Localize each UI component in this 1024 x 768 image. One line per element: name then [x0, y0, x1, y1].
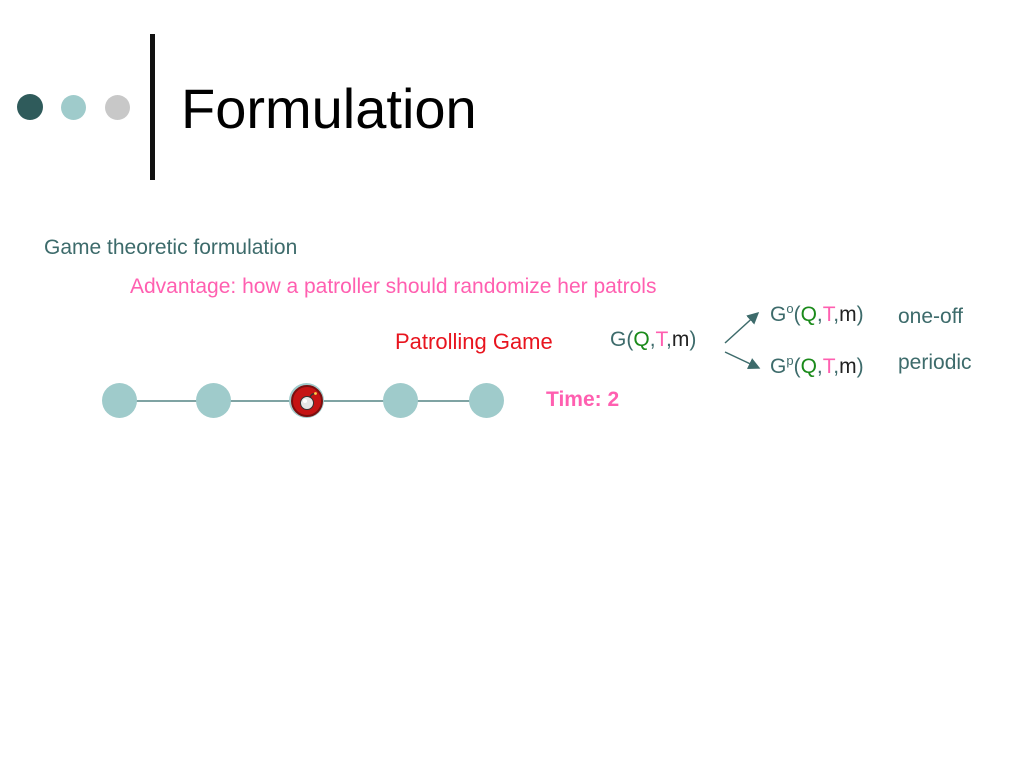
bullet-dot-dark [17, 94, 43, 120]
graph-node-1 [102, 383, 137, 418]
oneoff-label: one-off [898, 305, 963, 328]
graph-node-2 [196, 383, 231, 418]
advantage-text: Advantage: how a patroller should random… [130, 275, 657, 298]
formula-main: G(Q,T,m) [610, 328, 697, 351]
title-divider [150, 34, 155, 180]
patrolling-game-label: Patrolling Game [395, 329, 553, 354]
bomb-icon [300, 392, 317, 410]
page-title: Formulation [181, 77, 477, 140]
arrow-to-oneoff [724, 311, 760, 344]
periodic-label: periodic [898, 351, 972, 374]
patroller-marker [291, 385, 323, 417]
formula-oneoff: Go(Q,T,m) [770, 301, 864, 326]
section-heading: Game theoretic formulation [44, 236, 298, 259]
graph-node-5 [469, 383, 504, 418]
bullet-dot-grey [105, 95, 130, 120]
bullet-dot-light-teal [61, 95, 86, 120]
time-label: Time: 2 [546, 388, 620, 411]
arrow-to-periodic [724, 351, 761, 369]
branch-arrows [724, 311, 761, 369]
graph-node-4 [383, 383, 418, 418]
formula-periodic: Gp(Q,T,m) [770, 353, 864, 378]
